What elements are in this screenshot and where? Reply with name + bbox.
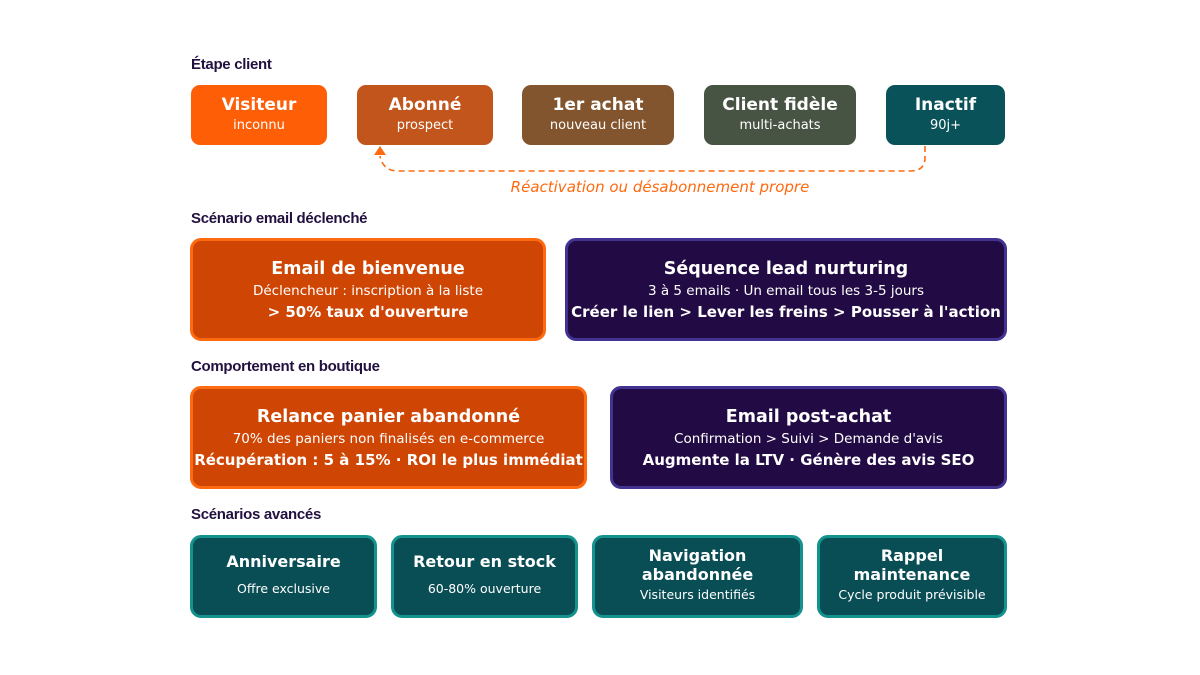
card-title: Retour en stock (413, 552, 556, 572)
card-post-achat: Email post-achat Confirmation > Suivi > … (610, 386, 1007, 489)
stage-abonne: Abonné prospect (357, 85, 493, 145)
stage-title: Client fidèle (722, 95, 838, 116)
card-title: Rappel maintenance (853, 546, 971, 584)
stage-title: Inactif (914, 95, 977, 116)
card-title: Email post-achat (725, 406, 892, 427)
stage-visiteur: Visiteur inconnu (191, 85, 327, 145)
card-sub: Visiteurs identifiés (639, 587, 756, 603)
card-anniversaire: Anniversaire Offre exclusive (190, 535, 377, 618)
stage-sub: prospect (396, 117, 454, 133)
card-sub: Confirmation > Suivi > Demande d'avis (674, 430, 943, 447)
stage-inactif: Inactif 90j+ (886, 85, 1005, 145)
card-title: Anniversaire (226, 552, 341, 572)
stage-sub: multi-achats (739, 117, 821, 133)
stage-sub: nouveau client (549, 117, 647, 133)
stage-premier-achat: 1er achat nouveau client (522, 85, 674, 145)
stage-client-fidele: Client fidèle multi-achats (704, 85, 856, 145)
stage-sub: inconnu (233, 117, 285, 133)
card-sub: 60-80% ouverture (427, 580, 542, 596)
section-label-stage: Étape client (191, 56, 272, 73)
card-sub: 3 à 5 emails · Un email tous les 3-5 jou… (647, 282, 925, 299)
section-label-trigger: Scénario email déclenché (191, 210, 368, 227)
card-panier-abandonne: Relance panier abandonné 70% des paniers… (190, 386, 587, 489)
loop-dashed-path (379, 146, 926, 172)
reactivation-loop-arrow (374, 146, 926, 172)
stage-sub: 90j+ (929, 117, 962, 133)
stage-title: Visiteur (221, 95, 297, 116)
arrowhead-icon (374, 146, 386, 155)
stage-title: 1er achat (552, 95, 644, 116)
card-title: Navigation abandonnée (641, 546, 754, 584)
card-navigation-abandonnee: Navigation abandonnée Visiteurs identifi… (592, 535, 803, 618)
stage-title: Abonné (388, 95, 462, 116)
card-sub: Cycle produit prévisible (838, 587, 986, 603)
card-title: Séquence lead nurturing (663, 258, 909, 279)
card-retour-stock: Retour en stock 60-80% ouverture (391, 535, 578, 618)
card-highlight: Créer le lien > Lever les freins > Pouss… (571, 302, 1001, 321)
card-rappel-maintenance: Rappel maintenance Cycle produit prévisi… (817, 535, 1007, 618)
card-title: Email de bienvenue (271, 258, 465, 279)
card-title: Relance panier abandonné (256, 406, 521, 427)
card-highlight: Augmente la LTV · Génère des avis SEO (642, 450, 975, 469)
card-email-bienvenue: Email de bienvenue Déclencheur : inscrip… (190, 238, 546, 341)
section-label-store: Comportement en boutique (191, 358, 380, 375)
card-sub: Déclencheur : inscription à la liste (252, 282, 484, 299)
card-sub: 70% des paniers non finalisés en e-comme… (232, 430, 545, 447)
card-lead-nurturing: Séquence lead nurturing 3 à 5 emails · U… (565, 238, 1007, 341)
card-highlight: Récupération : 5 à 15% · ROI le plus imm… (194, 450, 583, 469)
section-label-advanced: Scénarios avancés (191, 506, 321, 523)
card-sub: Offre exclusive (237, 580, 330, 596)
card-highlight: > 50% taux d'ouverture (267, 302, 469, 321)
loop-caption: Réactivation ou désabonnement propre (510, 178, 810, 196)
